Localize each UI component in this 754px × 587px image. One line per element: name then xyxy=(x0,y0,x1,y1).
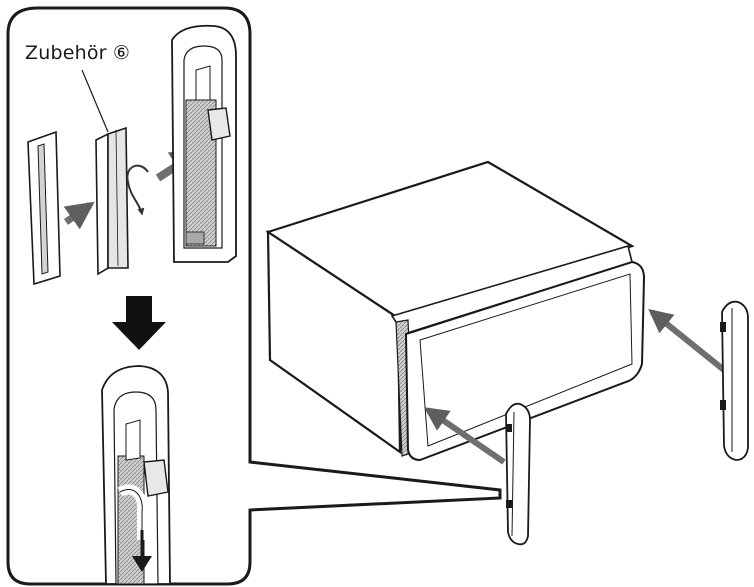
insert-arrow-left xyxy=(63,201,95,230)
unit-frame-bottom xyxy=(101,365,171,585)
trim-strip-flat xyxy=(27,130,61,286)
trim-piece-front xyxy=(505,402,531,546)
trim-piece-side xyxy=(720,300,749,461)
head-unit xyxy=(265,160,646,462)
unit-frame-top xyxy=(171,24,237,263)
callout-leader-line xyxy=(81,69,109,133)
attach-arrow-front xyxy=(424,407,506,465)
attach-arrow-side xyxy=(648,308,726,373)
detail-callout-panel xyxy=(6,6,502,586)
rotate-arrow xyxy=(126,164,149,216)
accessory-strip xyxy=(95,126,129,276)
accessory-label: Zubehör ⑥ xyxy=(25,42,131,64)
next-step-arrow xyxy=(112,296,166,350)
